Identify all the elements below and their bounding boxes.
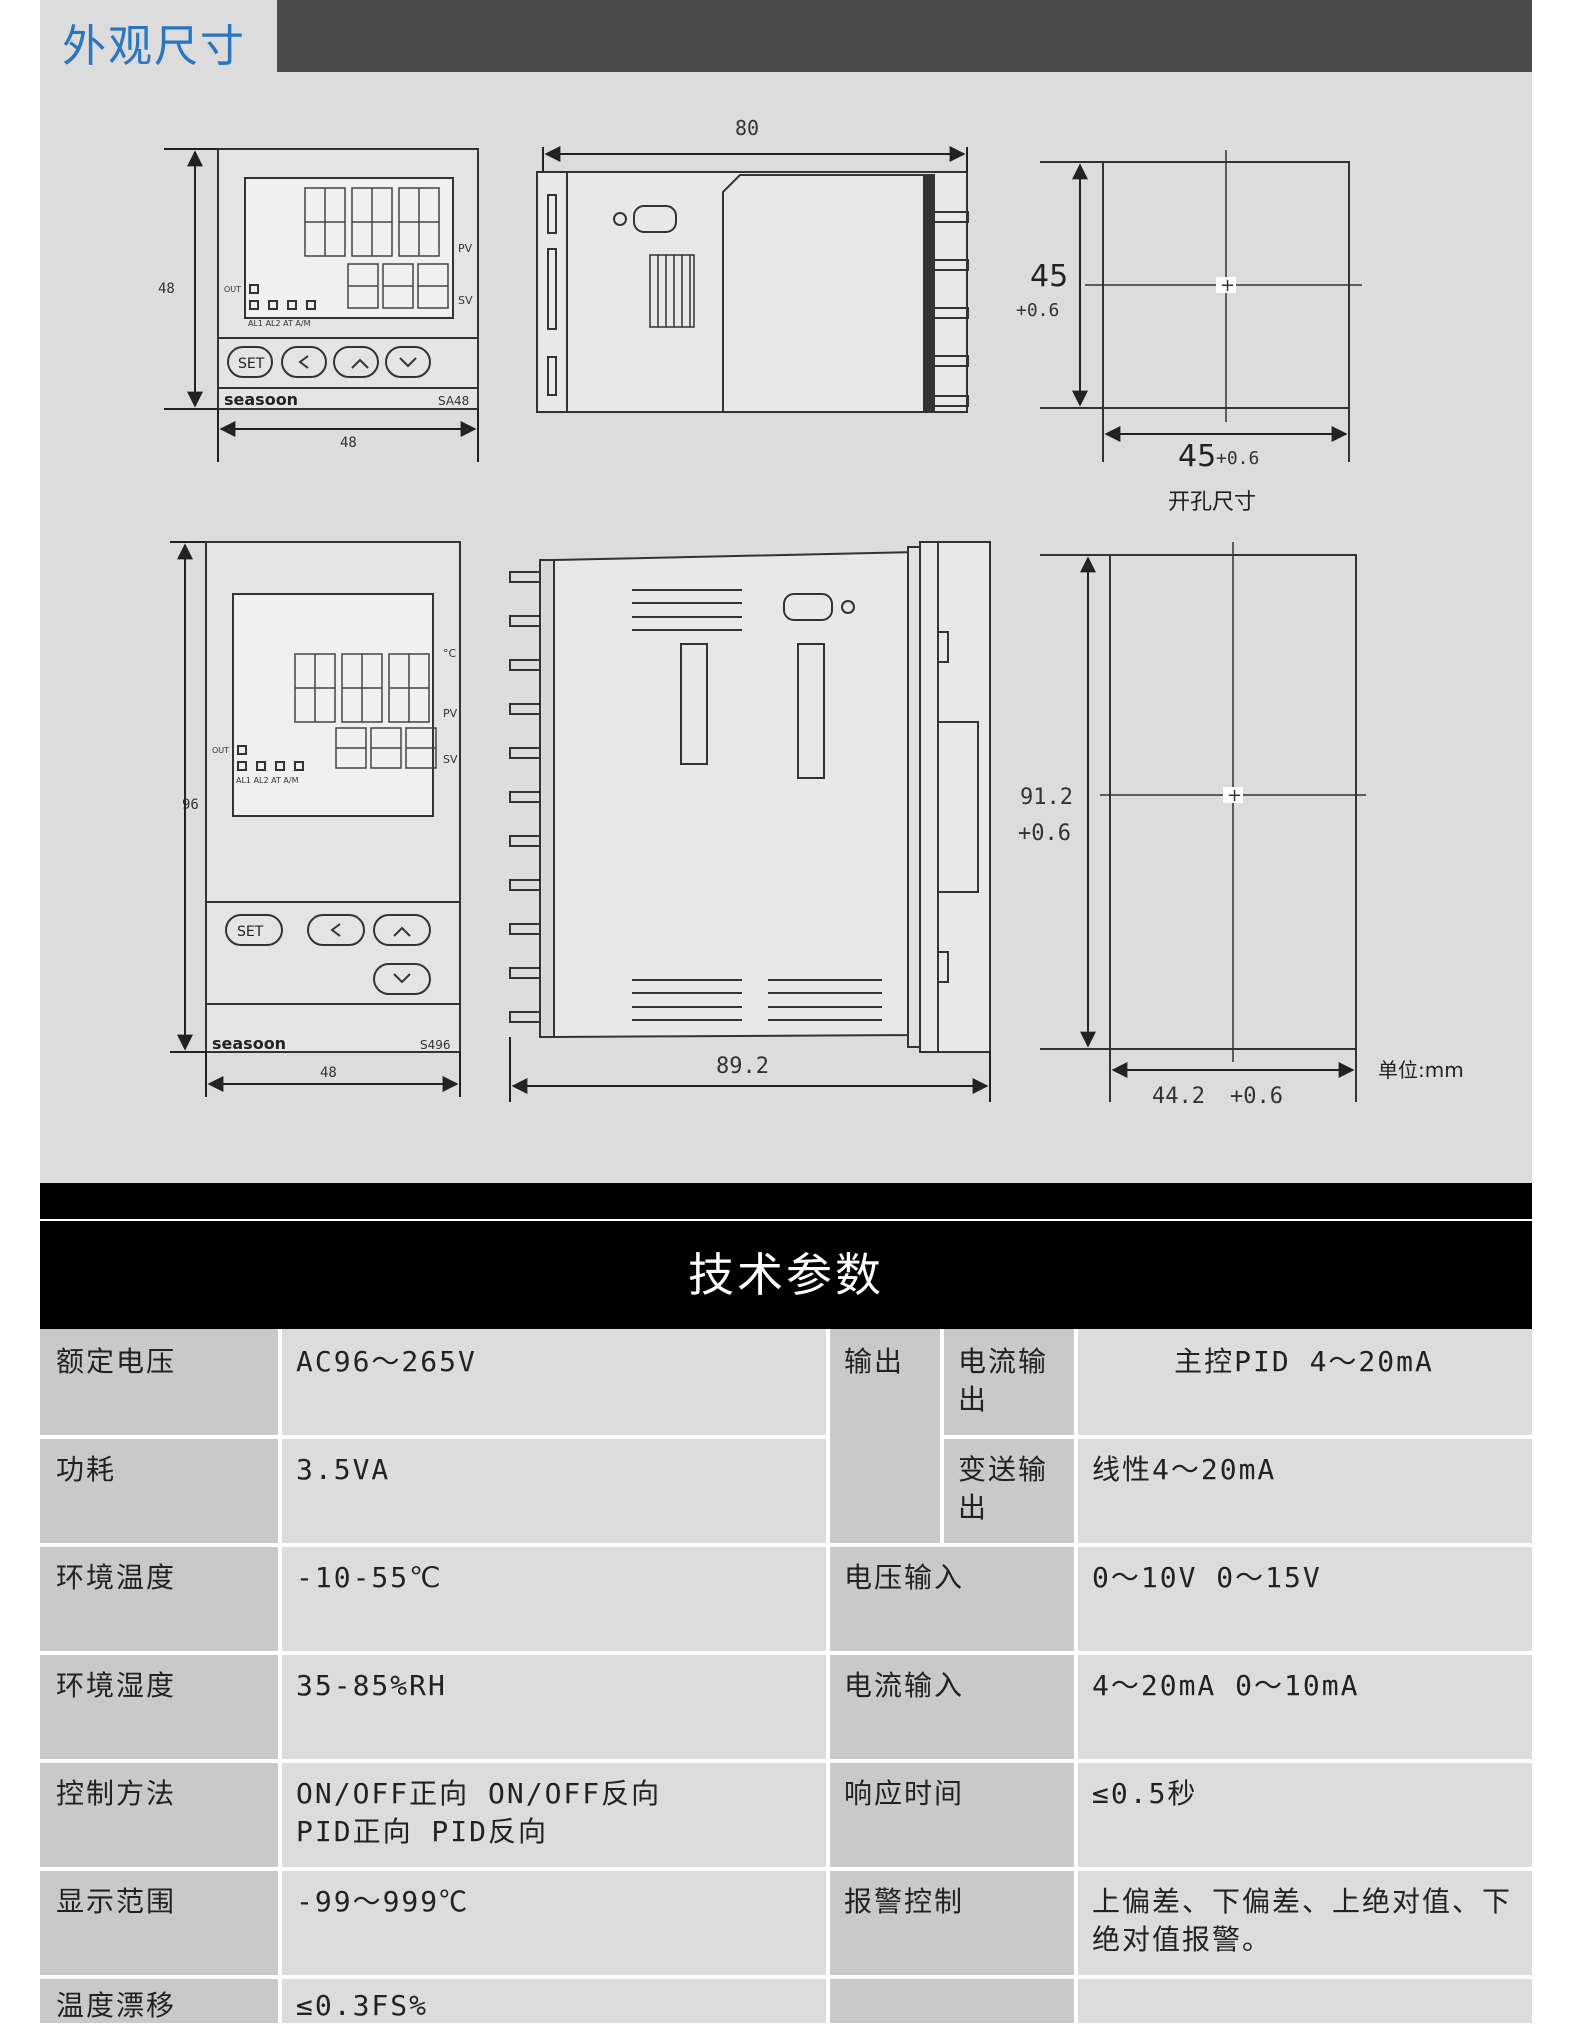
- large-side-width-label: 89.2: [716, 1054, 769, 1079]
- large-cutout-width: 44.2: [1152, 1084, 1205, 1109]
- param-label-transmit-output: 变送输出: [942, 1437, 1076, 1545]
- small-front-width-label: 48: [340, 435, 357, 451]
- small-side-dimension: [542, 146, 968, 172]
- param-label-rated-voltage: 额定电压: [40, 1329, 280, 1437]
- param-value-control-method: ON/OFF正向 ON/OFF反向 PID正向 PID反向: [280, 1761, 828, 1869]
- section-title: 外观尺寸: [62, 21, 246, 72]
- param-value-transmit-output: 线性4～20mA: [1076, 1437, 1532, 1545]
- small-front-out-label: OUT: [224, 285, 241, 294]
- large-front-set-label: SET: [237, 924, 264, 940]
- small-front-dimensions: [164, 148, 479, 462]
- grid-line: [40, 1975, 1532, 1979]
- grid-line: [826, 1329, 830, 2023]
- grid-line: [40, 1543, 1532, 1547]
- grid-line: [40, 1867, 1532, 1871]
- large-front-view: [205, 541, 461, 1053]
- param-label-empty: [828, 1977, 1076, 2023]
- param-value-display-range: -99～999℃: [280, 1869, 828, 1977]
- grid-line: [942, 1435, 1532, 1439]
- param-label-display-range: 显示范围: [40, 1869, 280, 1977]
- small-front-view: [217, 148, 479, 410]
- large-front-brand: seasoon: [212, 1034, 286, 1053]
- large-front-deg-label: °C: [443, 647, 457, 660]
- large-side-dimension: [509, 1037, 991, 1102]
- param-label-alarm-control: 报警控制: [828, 1869, 1076, 1977]
- param-value-voltage-input: 0～10V 0～15V: [1076, 1545, 1532, 1653]
- small-front-brand: seasoon: [224, 390, 298, 409]
- small-cutout-width-tol: +0.6: [1216, 448, 1259, 469]
- control-method-line2: PID正向 PID反向: [296, 1815, 549, 1848]
- param-value-humidity: 35-85%RH: [280, 1653, 828, 1761]
- param-value-current-output: 主控PID 4～20mA: [1076, 1329, 1532, 1437]
- param-label-current-input: 电流输入: [828, 1653, 1076, 1761]
- large-cutout-height: 91.2: [1020, 785, 1073, 810]
- small-front-sv-label: SV: [458, 294, 473, 307]
- large-front-model: S496: [420, 1038, 451, 1052]
- param-value-response-time: ≤0.5秒: [1076, 1761, 1532, 1869]
- param-value-power: 3.5VA: [280, 1437, 828, 1545]
- param-value-ambient-temp: -10-55℃: [280, 1545, 828, 1653]
- small-front-set-label: SET: [238, 356, 265, 372]
- small-front-model: SA48: [438, 394, 469, 408]
- large-side-view: [509, 541, 991, 1053]
- cutout-caption: 开孔尺寸: [1168, 490, 1256, 515]
- param-label-voltage-input: 电压输入: [828, 1545, 1076, 1653]
- param-value-alarm-control: 上偏差、下偏差、上绝对值、下绝对值报警。: [1076, 1869, 1532, 1977]
- large-front-dimensions: [170, 541, 461, 1097]
- large-front-sv-label: SV: [443, 753, 458, 766]
- large-front-indicators: AL1 AL2 AT A/M: [236, 776, 299, 785]
- large-front-width-label: 48: [320, 1065, 337, 1081]
- small-cutout-width: 45: [1178, 439, 1216, 474]
- grid-line: [40, 1759, 1532, 1763]
- large-cutout-width-tol: +0.6: [1230, 1084, 1283, 1109]
- dimensions-section: 外观尺寸: [40, 0, 1532, 1183]
- large-cutout-center-mark: +: [1227, 785, 1242, 806]
- small-front-pv-label: PV: [458, 242, 473, 255]
- param-label-current-output: 电流输出: [942, 1329, 1076, 1437]
- param-label-temp-drift: 温度漂移: [40, 1977, 280, 2023]
- control-method-line1: ON/OFF正向 ON/OFF反向: [296, 1777, 662, 1810]
- divider-band: [40, 1183, 1532, 1219]
- section-title-tab: 外观尺寸: [40, 0, 277, 72]
- dimension-drawing: SET PV SV OUT AL1 AL2 AT A/M seasoon SA4…: [158, 116, 1464, 1109]
- unit-label: 单位:mm: [1378, 1058, 1464, 1082]
- small-cutout-center-mark: +: [1220, 275, 1235, 296]
- tech-params-title: 技术参数: [40, 1221, 1532, 1329]
- product-page: 外观尺寸: [40, 0, 1532, 2023]
- grid-line: [40, 1651, 1532, 1655]
- small-front-indicators: AL1 AL2 AT A/M: [248, 319, 311, 328]
- small-cutout-height: 45: [1030, 259, 1068, 294]
- small-cutout-height-tol: +0.6: [1016, 300, 1059, 321]
- param-label-ambient-temp: 环境温度: [40, 1545, 280, 1653]
- title-bar: [277, 0, 1532, 72]
- large-front-pv-label: PV: [443, 707, 458, 720]
- grid-line: [40, 1435, 828, 1439]
- grid-line: [278, 1329, 282, 2023]
- small-front-labels: SET PV SV OUT AL1 AL2 AT A/M seasoon SA4…: [158, 242, 473, 451]
- param-value-temp-drift: ≤0.3FS%: [280, 1977, 828, 2023]
- param-value-empty: [1076, 1977, 1532, 2023]
- large-cutout: [1040, 542, 1366, 1102]
- large-front-out-label: OUT: [212, 746, 229, 755]
- param-label-response-time: 响应时间: [828, 1761, 1076, 1869]
- param-label-output: 输出: [828, 1329, 942, 1545]
- large-cutout-height-tol: +0.6: [1018, 821, 1071, 846]
- param-label-power: 功耗: [40, 1437, 280, 1545]
- param-value-rated-voltage: AC96～265V: [280, 1329, 828, 1437]
- param-value-current-input: 4～20mA 0～10mA: [1076, 1653, 1532, 1761]
- small-side-view: [536, 171, 969, 413]
- param-label-humidity: 环境湿度: [40, 1653, 280, 1761]
- small-cutout: [1040, 150, 1362, 462]
- grid-line: [1074, 1329, 1078, 2023]
- small-side-width-label: 80: [735, 116, 759, 140]
- small-front-height-label: 48: [158, 281, 175, 297]
- param-label-control-method: 控制方法: [40, 1761, 280, 1869]
